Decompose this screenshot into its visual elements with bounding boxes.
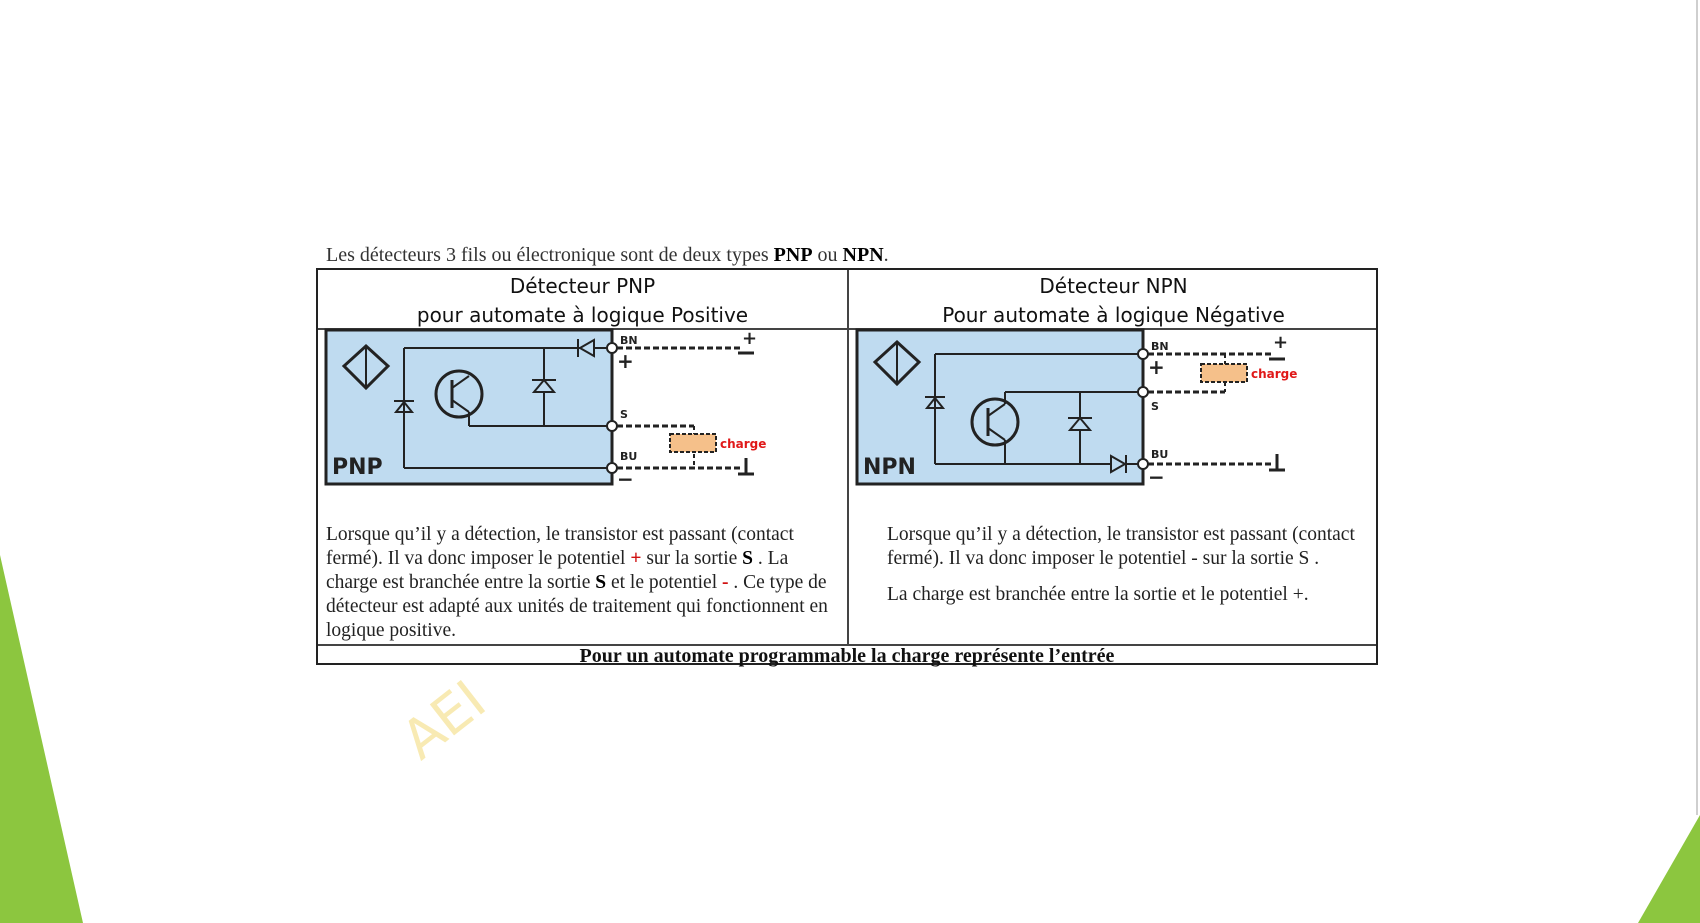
npn-terminal-bn — [1137, 348, 1149, 360]
npn-desc-para1: Lorsque qu’il y a détection, le transist… — [887, 524, 1355, 569]
pnp-transistor — [434, 369, 484, 419]
pnp-desc-part2: sur la sortie — [641, 548, 743, 569]
pnp-terminal-bn-label: BN — [620, 334, 638, 347]
npn-terminal-bu — [1137, 458, 1149, 470]
npn-load — [1200, 363, 1248, 383]
intro-npn: NPN — [842, 244, 884, 266]
green-corner-left — [0, 555, 83, 923]
pnp-transistor-collector — [451, 399, 470, 413]
intro-text: Les détecteurs 3 fils ou électronique so… — [326, 244, 889, 267]
npn-terminal-s-label: S — [1151, 400, 1159, 413]
pnp-load-label: charge — [720, 437, 766, 451]
pnp-subtitle: pour automate à logique Positive — [416, 303, 749, 327]
column-divider — [847, 270, 849, 644]
pnp-desc-s2: S — [595, 572, 607, 593]
npn-diagram-label: NPN — [863, 455, 916, 480]
pnp-header: Détecteur PNP pour automate à logique Po… — [318, 272, 847, 330]
pnp-plus-sign: + — [617, 349, 634, 373]
green-corner-right — [1638, 815, 1700, 923]
pnp-terminal-s — [606, 420, 618, 432]
npn-diode — [1110, 454, 1128, 474]
npn-plus-sign: + — [1148, 355, 1165, 379]
pnp-supply-plus: + — [742, 328, 757, 349]
pnp-title: Détecteur PNP — [509, 274, 656, 298]
comparison-table: Détecteur PNP pour automate à logique Po… — [316, 268, 1378, 667]
npn-minus-sign: − — [1148, 465, 1165, 488]
footer-divider — [318, 644, 1376, 646]
table-footer: Pour un automate programmable la charge … — [579, 645, 1115, 667]
npn-transistor — [970, 397, 1020, 447]
npn-zener-left — [924, 396, 946, 409]
pnp-minus-sign: − — [617, 467, 634, 488]
pnp-zener-right — [531, 378, 557, 393]
npn-transistor-collector — [987, 403, 1006, 417]
pnp-desc-s1: S — [742, 548, 754, 569]
npn-description: Lorsque qu’il y a détection, le transist… — [887, 523, 1367, 607]
npn-supply-plus: + — [1273, 332, 1288, 353]
pnp-sensor-body — [324, 328, 614, 486]
npn-terminal-bu-label: BU — [1151, 448, 1168, 461]
pnp-diagram-label: PNP — [332, 455, 383, 480]
pnp-terminal-bu — [606, 462, 618, 474]
pnp-load — [669, 433, 717, 453]
pnp-desc-plus: + — [630, 548, 642, 569]
npn-header: Détecteur NPN Pour automate à logique Né… — [849, 272, 1378, 330]
pnp-desc-part3: . La charge est branchée entre la sortie — [326, 548, 789, 593]
pnp-transistor-emitter — [451, 375, 470, 389]
npn-subtitle: Pour automate à logique Négative — [942, 303, 1285, 327]
pnp-terminal-s-label: S — [620, 408, 628, 421]
pnp-description: Lorsque qu’il y a détection, le transist… — [326, 523, 838, 643]
pnp-zener-left — [393, 400, 415, 413]
npn-terminal-s — [1137, 386, 1149, 398]
pnp-desc-part4: et le potentiel — [606, 572, 722, 593]
npn-desc-para2: La charge est branchée entre la sortie e… — [887, 584, 1309, 605]
intro-text-end: . — [883, 244, 889, 266]
npn-terminal-bn-label: BN — [1151, 340, 1169, 353]
pnp-desc-part1: Lorsque qu’il y a détection, le transist… — [326, 524, 794, 569]
header-divider — [318, 328, 1376, 330]
intro-text-mid: ou — [812, 244, 843, 266]
pnp-terminal-bn — [606, 342, 618, 354]
pnp-desc-minus: - — [722, 572, 729, 593]
npn-load-label: charge — [1251, 367, 1297, 381]
intro-text-before: Les détecteurs 3 fils ou électronique so… — [326, 244, 774, 266]
npn-diagram: BN + S BU − charge + NPN — [855, 328, 1297, 488]
npn-title: Détecteur NPN — [1039, 274, 1188, 298]
pnp-desc-part5: . Ce type de détecteur est adapté aux un… — [326, 572, 828, 641]
pnp-diode — [577, 338, 595, 358]
npn-zener-right — [1067, 416, 1093, 431]
intro-pnp: PNP — [773, 244, 813, 266]
pnp-diagram: BN + S BU − charge + PNP — [324, 328, 766, 488]
pnp-terminal-bu-label: BU — [620, 450, 637, 463]
npn-transistor-emitter — [987, 427, 1006, 441]
